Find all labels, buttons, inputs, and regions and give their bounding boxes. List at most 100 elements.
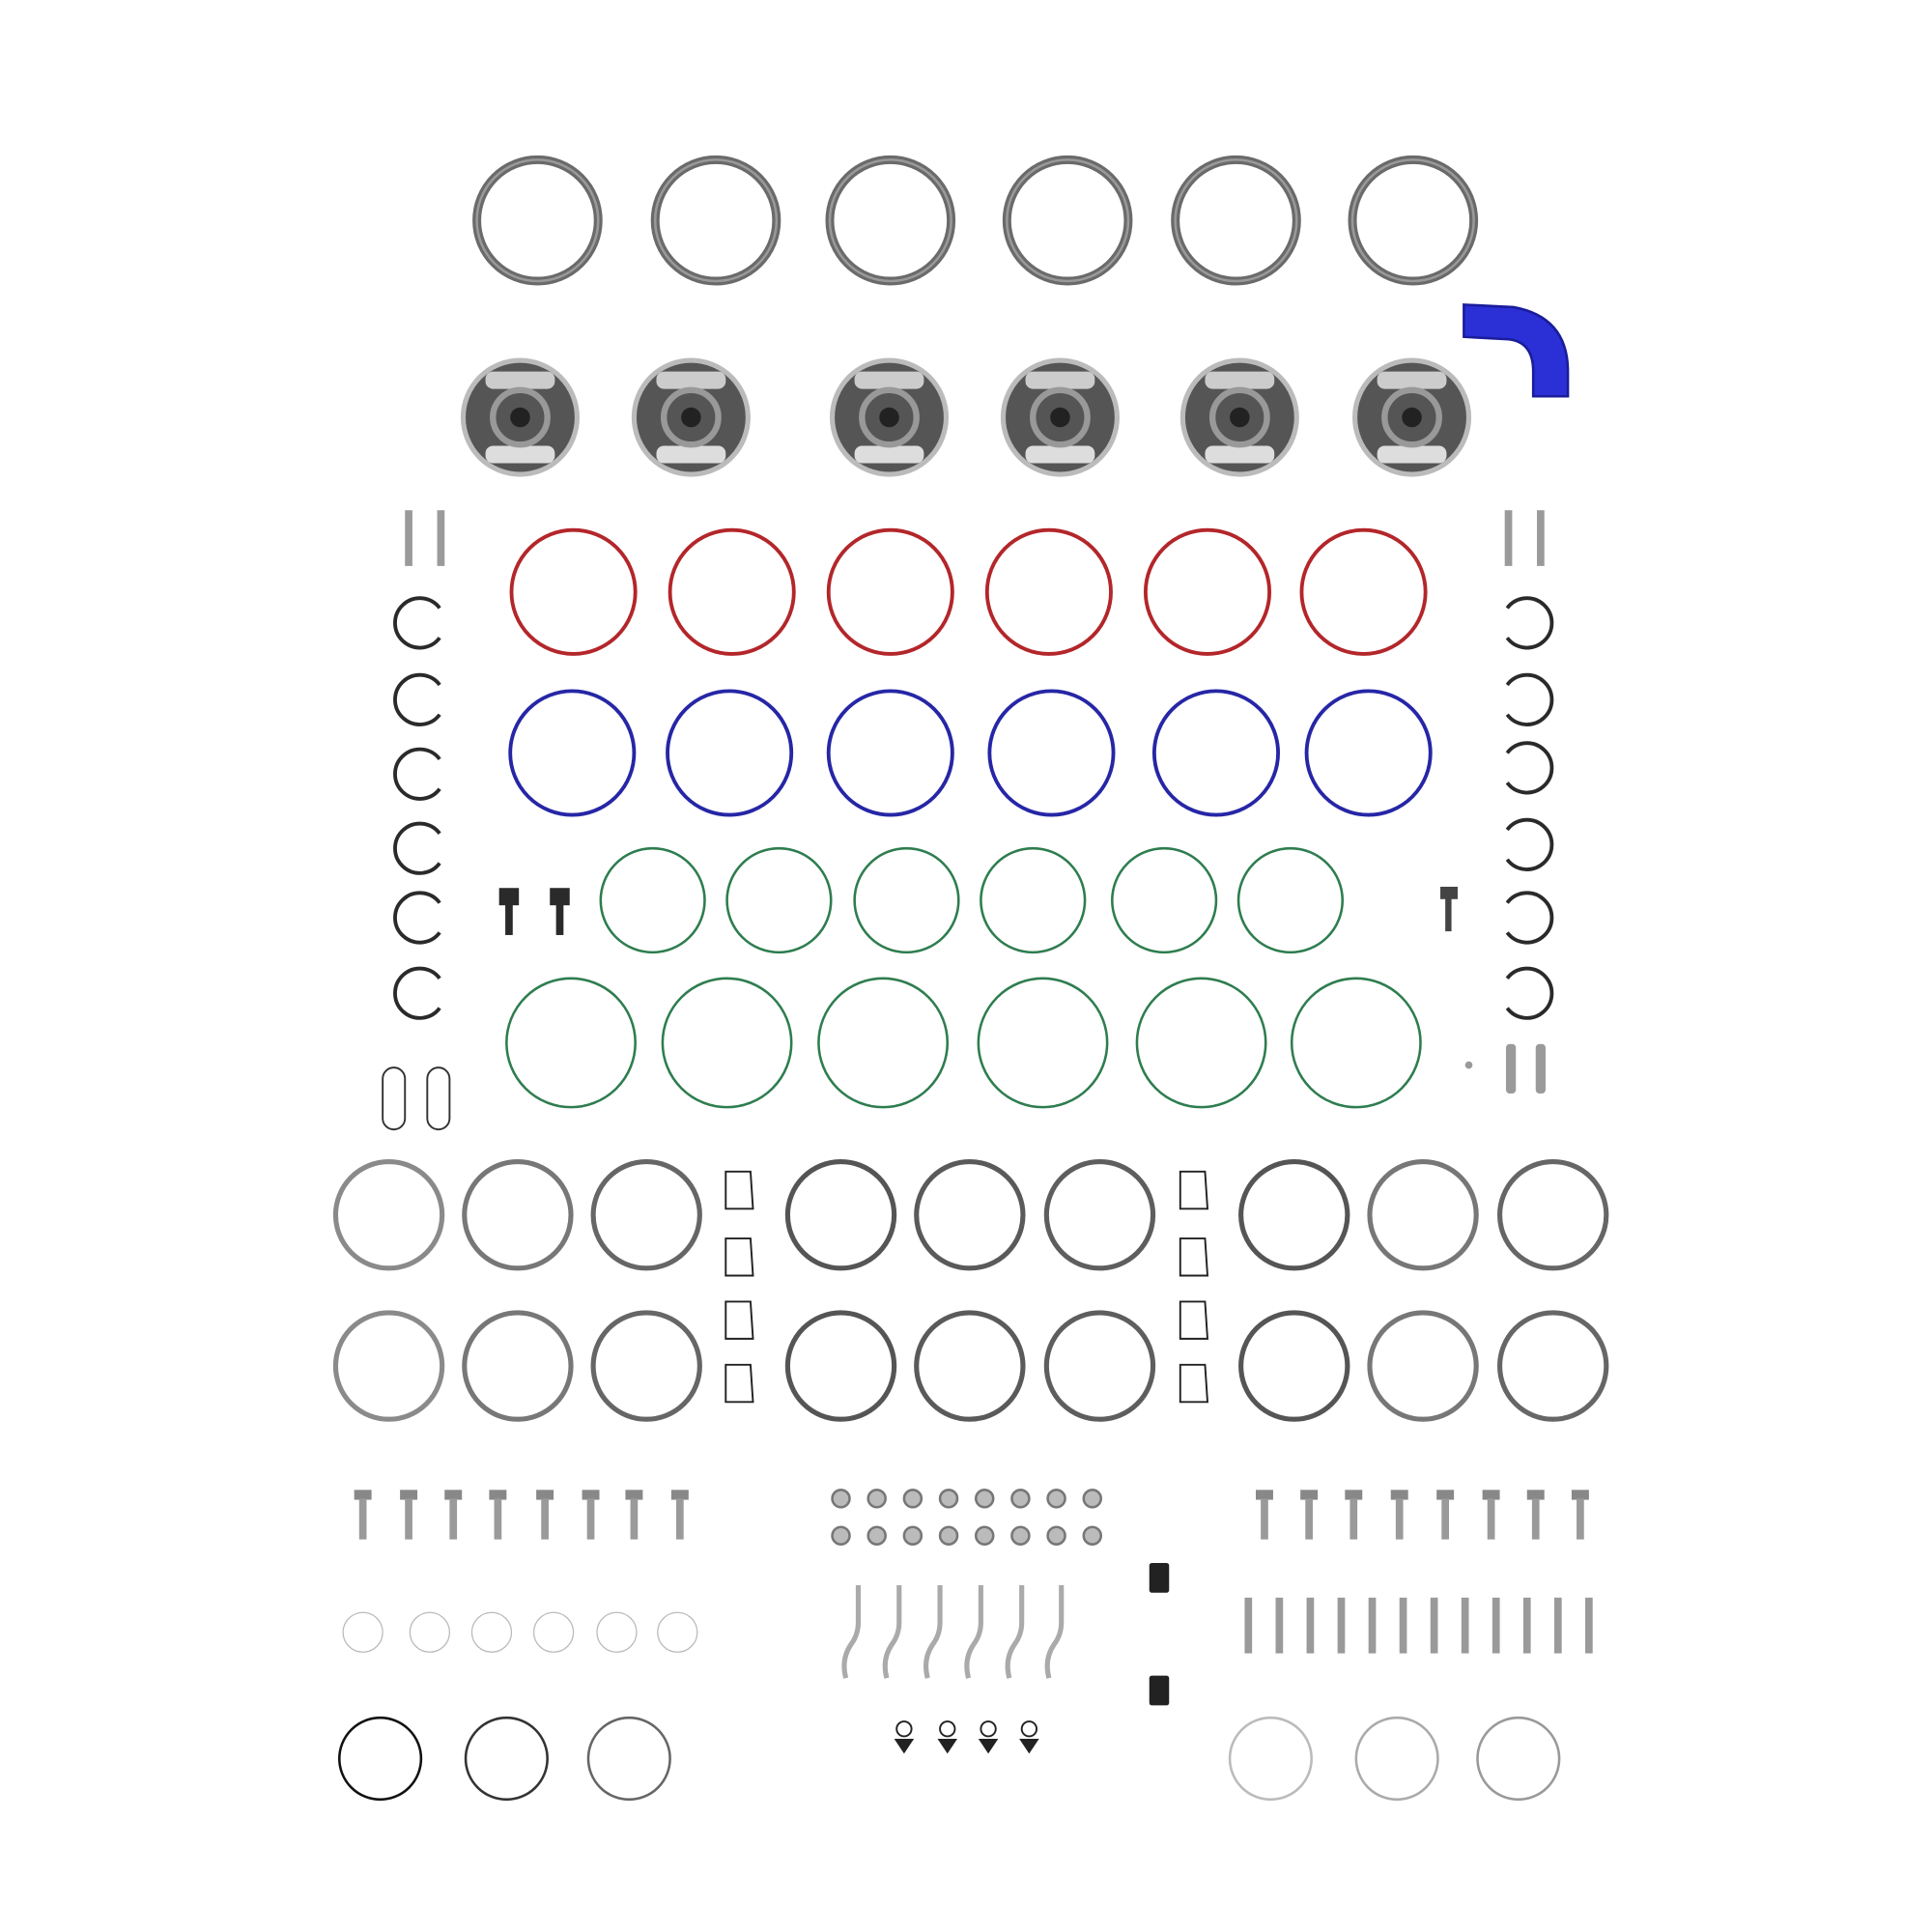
retaining-clip — [1505, 672, 1554, 726]
thin-washer — [532, 1611, 575, 1653]
gray-o-ring-highlight — [828, 158, 952, 283]
green-seal-large — [817, 977, 950, 1109]
piston-ring — [332, 1159, 445, 1271]
nut — [1010, 1489, 1031, 1509]
blue-seal — [987, 689, 1116, 817]
parts-layer — [332, 155, 1609, 1802]
oil-jet-hook — [964, 1585, 983, 1679]
piston-ring — [784, 1159, 897, 1271]
wire-loop — [382, 1066, 407, 1131]
stud — [1306, 1597, 1315, 1654]
wire-clip — [724, 1300, 754, 1340]
red-seal — [1143, 527, 1272, 656]
nut — [831, 1525, 851, 1546]
red-seal — [509, 527, 638, 656]
retaining-clip — [1505, 817, 1554, 871]
piston-pin-boss — [854, 445, 924, 464]
stud — [1535, 1043, 1546, 1094]
piston-bowl — [490, 386, 551, 448]
red-seal — [984, 527, 1113, 656]
oil-jet-hook — [841, 1585, 862, 1679]
piston-ring — [914, 1159, 1026, 1271]
bolt-head — [1390, 1490, 1408, 1500]
bolt-shank — [1441, 1498, 1449, 1540]
nut — [867, 1525, 887, 1546]
stud — [1399, 1597, 1407, 1654]
piston-bowl — [859, 386, 920, 448]
stud — [1505, 1043, 1517, 1094]
thin-washer — [409, 1611, 451, 1653]
piston-ring — [462, 1310, 574, 1422]
nut — [1082, 1489, 1103, 1509]
blue-hose-elbow — [1463, 303, 1570, 398]
wire-clip — [724, 1237, 754, 1277]
wire-loop — [426, 1066, 451, 1131]
piston-ring — [1367, 1310, 1479, 1422]
green-seal-small — [853, 846, 960, 954]
small-ball — [1464, 1061, 1473, 1069]
nut — [1046, 1525, 1066, 1546]
stud — [1585, 1597, 1593, 1654]
retaining-clip — [1505, 741, 1554, 795]
green-seal-large — [1135, 977, 1267, 1109]
piston-center — [681, 407, 701, 428]
nut — [1046, 1489, 1066, 1509]
piston-bowl — [1208, 386, 1270, 448]
piston-pin-boss — [1377, 445, 1447, 464]
clip-base — [894, 1739, 915, 1754]
seal-ring — [1354, 1716, 1439, 1802]
dowel-pin — [1504, 510, 1513, 566]
piston-pin-boss — [1025, 445, 1095, 464]
piston-pin-boss — [485, 371, 555, 389]
nut — [938, 1525, 959, 1546]
retaining-clip — [1505, 891, 1554, 945]
bolt-shank — [494, 1498, 502, 1540]
piston-ring — [914, 1310, 1026, 1422]
thin-washer — [657, 1611, 698, 1653]
bolt-shank — [449, 1498, 458, 1540]
wire-clip — [1179, 1170, 1209, 1210]
piston-ring — [1497, 1310, 1609, 1422]
bolt-shank — [1577, 1498, 1584, 1540]
piston-center — [1230, 407, 1250, 428]
piston-center — [1402, 407, 1422, 428]
piston-pin-boss — [656, 371, 726, 389]
piston-pin-boss — [1377, 371, 1447, 389]
dowel-pin — [437, 510, 445, 566]
nut — [1082, 1525, 1103, 1546]
piston-pin-boss — [485, 445, 555, 464]
bolt-shank — [1531, 1498, 1540, 1540]
bolt-head — [1482, 1490, 1500, 1500]
gray-o-ring-highlight — [653, 158, 779, 283]
red-seal — [668, 527, 796, 656]
nut — [974, 1489, 995, 1509]
clip-loop — [895, 1720, 913, 1738]
gray-o-ring-highlight — [1350, 158, 1475, 283]
stud — [1368, 1597, 1377, 1654]
piston-ring — [332, 1310, 445, 1422]
piston-pin-boss — [1205, 445, 1275, 464]
black-block — [1149, 1562, 1170, 1593]
green-seal-large — [505, 977, 637, 1109]
bolt-head — [1300, 1490, 1319, 1500]
black-block — [1149, 1675, 1170, 1706]
bolt-head — [1571, 1490, 1589, 1500]
sensor-head — [1440, 886, 1458, 899]
stud — [1522, 1597, 1531, 1654]
bolt-head — [489, 1490, 507, 1500]
stud — [1430, 1597, 1438, 1654]
bolt-head — [582, 1490, 600, 1500]
clip-base — [937, 1739, 958, 1754]
blue-seal — [826, 689, 954, 817]
stud — [1492, 1597, 1500, 1654]
piston-ring — [1043, 1310, 1156, 1422]
oil-jet-hook — [882, 1585, 902, 1679]
stud — [1461, 1597, 1469, 1654]
piston-bowl — [1030, 386, 1091, 448]
piston-ring — [1367, 1159, 1479, 1271]
retaining-clip — [393, 891, 441, 945]
green-seal-small — [1111, 846, 1218, 954]
bolt-shank — [1261, 1498, 1268, 1540]
piston-pin-boss — [1205, 371, 1275, 389]
